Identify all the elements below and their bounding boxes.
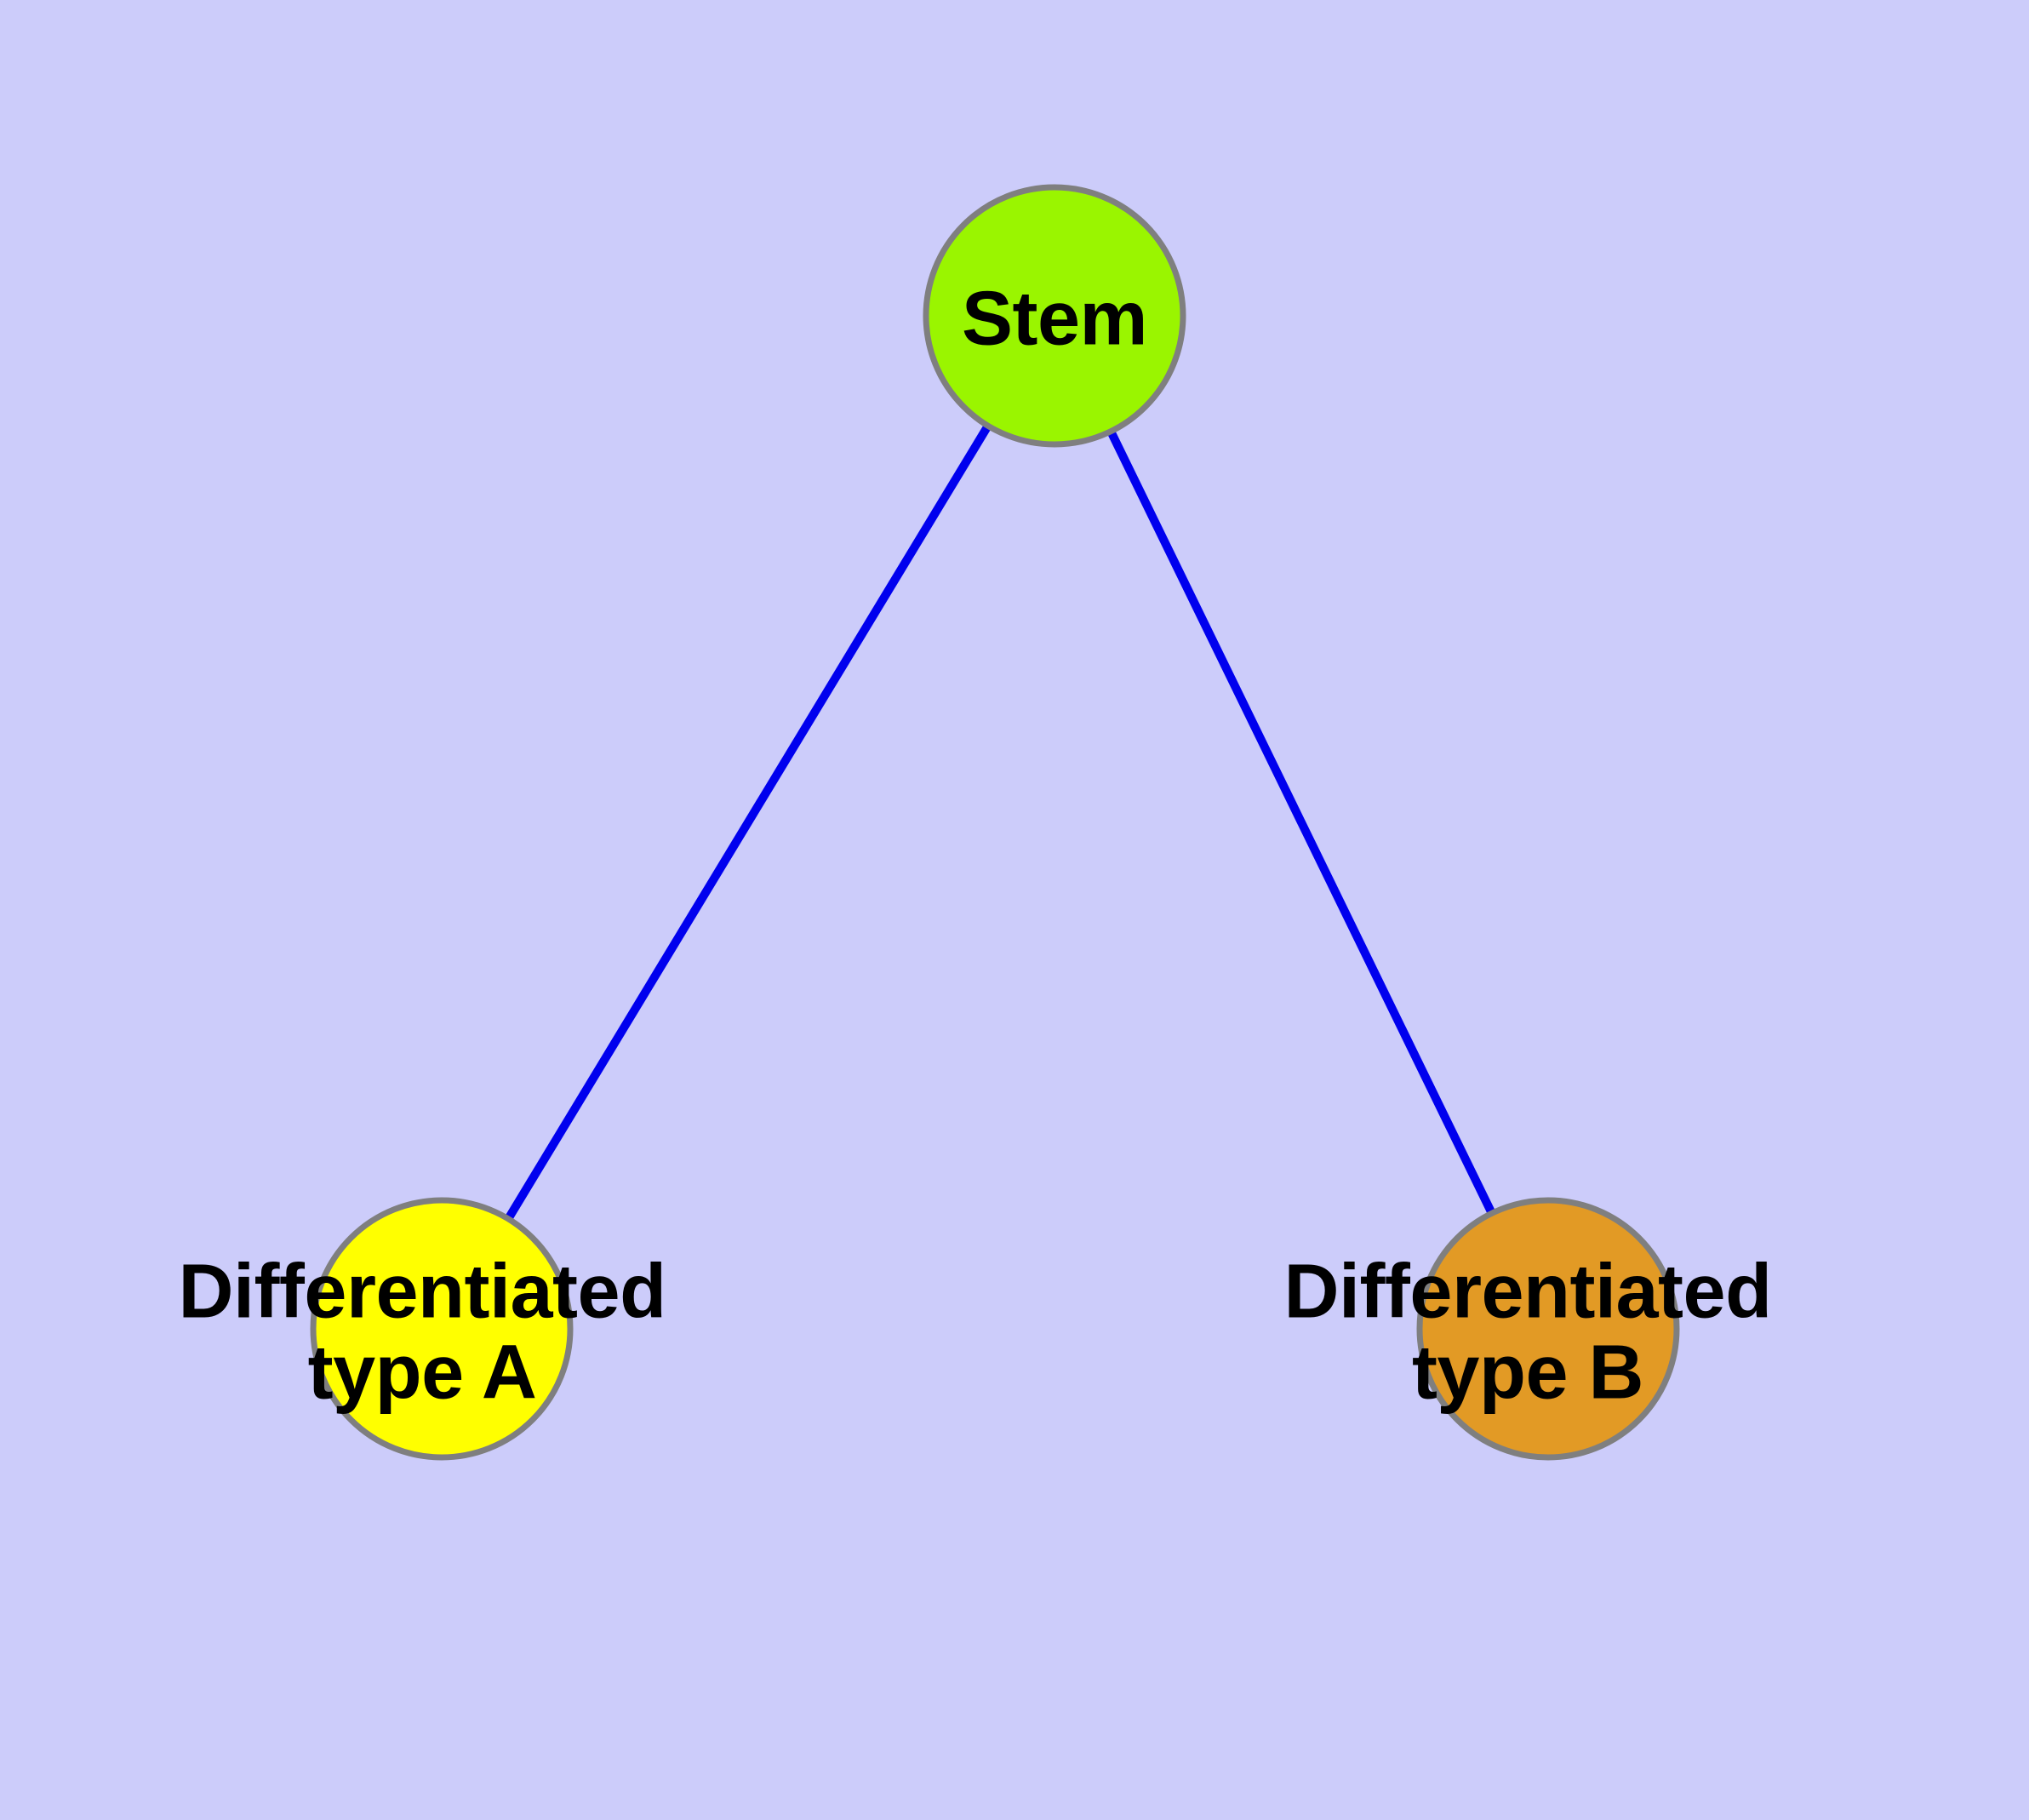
edge-stem-to-type-a (437, 313, 1059, 1331)
edge-stem-to-type-b (1050, 313, 1552, 1331)
node-diff-type-b[interactable] (1416, 1197, 1680, 1461)
node-diff-type-a[interactable] (310, 1197, 574, 1461)
node-layer (310, 184, 1680, 1461)
node-stem[interactable] (923, 184, 1186, 448)
edge-layer (437, 313, 1552, 1331)
